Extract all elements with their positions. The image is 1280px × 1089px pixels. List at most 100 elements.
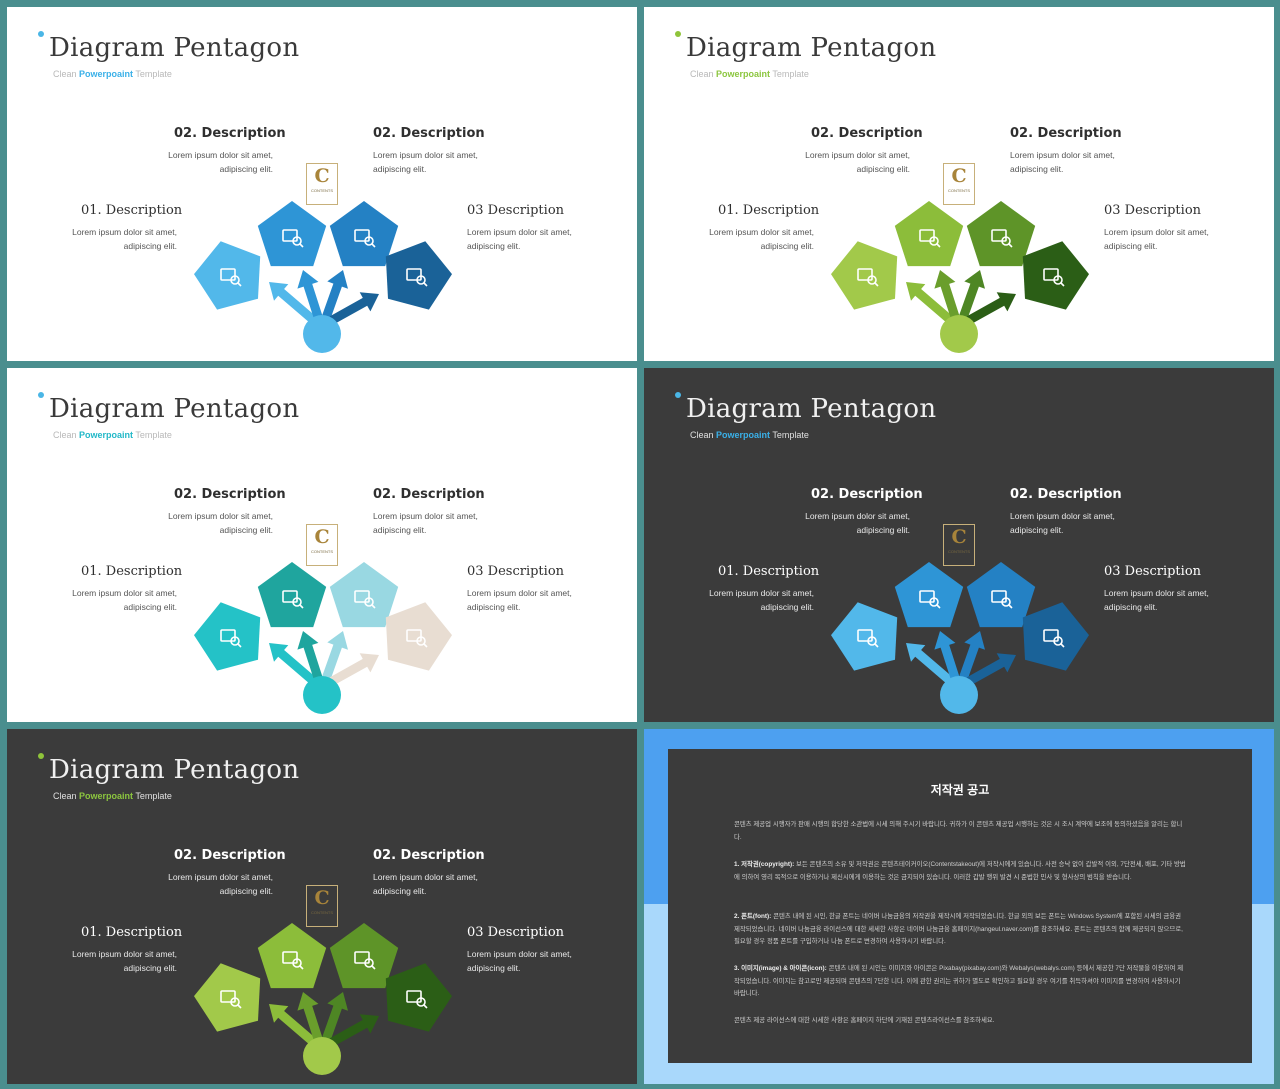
pentagon-4	[1022, 602, 1089, 671]
arrow-4	[326, 1014, 379, 1048]
desc-title-2b: 02. Description	[373, 487, 485, 502]
arrow-2	[297, 631, 324, 685]
arrow-2	[297, 992, 324, 1046]
pentagon-diagram	[194, 201, 452, 353]
notice-card: 저작권 공고 콘텐츠 제공업 시행자가 판매 시행의 합당한 소관법에 시세 의…	[668, 749, 1252, 1063]
screen-search-icon	[991, 229, 1013, 248]
pentagon-3	[329, 201, 399, 267]
arrow-2	[297, 270, 324, 324]
slide-subtitle: Clean Powerpoaint Template	[53, 69, 172, 79]
pentagon-3	[966, 201, 1036, 267]
slide-1: Diagram Pentagon Clean Powerpoaint Templ…	[7, 7, 637, 361]
desc-text-3: Lorem ipsum dolor sit amet,adipiscing el…	[1104, 588, 1209, 612]
desc-text-2a: Lorem ipsum dolor sit amet,adipiscing el…	[805, 511, 910, 535]
slide-subtitle: Clean Powerpoaint Template	[690, 69, 809, 79]
slide-5: Diagram Pentagon Clean Powerpoaint Templ…	[7, 729, 637, 1084]
center-circle	[303, 676, 341, 714]
desc-text-2b: Lorem ipsum dolor sit amet,adipiscing el…	[1010, 511, 1115, 535]
pentagon-2	[257, 923, 327, 989]
screen-search-icon	[354, 590, 376, 609]
desc-title-2a: 02. Description	[174, 848, 286, 863]
desc-title-1: 01. Description	[718, 203, 820, 218]
pentagon-1	[831, 602, 898, 671]
mail-search-icon	[919, 229, 941, 248]
pentagon-3	[966, 562, 1036, 628]
arrow-3	[320, 631, 348, 685]
slide-subtitle: Clean Powerpoaint Template	[690, 430, 809, 440]
center-circle	[303, 315, 341, 353]
arrow-4	[326, 292, 379, 326]
screen-search-icon	[354, 229, 376, 248]
slide-title: Diagram Pentagon	[686, 33, 937, 63]
desc-title-3: 03 Description	[467, 203, 565, 218]
arrow-2	[934, 270, 961, 324]
desc-title-1: 01. Description	[81, 564, 183, 579]
desc-text-3: Lorem ipsum dolor sit amet,adipiscing el…	[467, 227, 572, 251]
desc-text-1: Lorem ipsum dolor sit amet,adipiscing el…	[709, 588, 814, 612]
desc-text-2b: Lorem ipsum dolor sit amet,adipiscing el…	[373, 872, 478, 896]
center-circle	[303, 1037, 341, 1075]
desc-title-2b: 02. Description	[1010, 487, 1122, 502]
folder-search-icon	[220, 990, 242, 1009]
pentagon-4	[385, 241, 452, 310]
screen-search-icon	[354, 951, 376, 970]
ear-search-icon	[406, 268, 428, 287]
pentagon-diagram	[194, 923, 452, 1075]
center-circle	[940, 315, 978, 353]
desc-title-2b: 02. Description	[1010, 126, 1122, 141]
pentagon-1	[831, 241, 898, 310]
desc-text-2a: Lorem ipsum dolor sit amet,adipiscing el…	[168, 511, 273, 535]
ear-search-icon	[406, 990, 428, 1009]
arrow-1	[906, 643, 956, 687]
desc-title-3: 03 Description	[1104, 203, 1202, 218]
folder-search-icon	[220, 629, 242, 648]
pentagon-3	[329, 923, 399, 989]
arrow-1	[906, 282, 956, 326]
desc-text-3: Lorem ipsum dolor sit amet,adipiscing el…	[467, 588, 572, 612]
title-dot	[675, 31, 681, 37]
desc-text-2b: Lorem ipsum dolor sit amet,adipiscing el…	[373, 511, 478, 535]
title-dot	[38, 31, 44, 37]
notice-outro: 콘텐츠 제공 라이선스에 대한 시세한 사항은 홈페이지 하단에 기재된 콘텐츠…	[734, 1017, 995, 1024]
center-circle	[940, 676, 978, 714]
arrow-2	[934, 631, 961, 685]
slide-title: Diagram Pentagon	[49, 33, 300, 63]
desc-text-1: Lorem ipsum dolor sit amet,adipiscing el…	[709, 227, 814, 251]
desc-title-1: 01. Description	[81, 203, 183, 218]
contents-logo: C CONTENTS	[943, 524, 975, 566]
folder-search-icon	[857, 629, 879, 648]
desc-title-2a: 02. Description	[811, 126, 923, 141]
pentagon-diagram	[831, 562, 1089, 714]
contents-logo: C CONTENTS	[306, 163, 338, 205]
desc-text-3: Lorem ipsum dolor sit amet,adipiscing el…	[467, 949, 572, 973]
arrow-4	[326, 653, 379, 687]
desc-title-1: 01. Description	[81, 925, 183, 940]
mail-search-icon	[919, 590, 941, 609]
pentagon-1	[194, 963, 261, 1032]
title-dot	[38, 392, 44, 398]
pentagon-3	[329, 562, 399, 628]
desc-title-2a: 02. Description	[174, 126, 286, 141]
pentagon-2	[257, 562, 327, 628]
slide-4: Diagram Pentagon Clean Powerpoaint Templ…	[644, 368, 1274, 722]
desc-text-3: Lorem ipsum dolor sit amet,adipiscing el…	[1104, 227, 1209, 251]
ear-search-icon	[1043, 629, 1065, 648]
desc-title-3: 03 Description	[1104, 564, 1202, 579]
arrow-4	[963, 653, 1016, 687]
arrow-3	[320, 270, 348, 324]
notice-font: 2. 폰트(font): 콘텐츠 내에 된 시인, 한글 폰트는 네이버 나눔금…	[734, 913, 1183, 945]
slide-3: Diagram Pentagon Clean Powerpoaint Templ…	[7, 368, 637, 722]
slide-title: Diagram Pentagon	[49, 394, 300, 424]
pentagon-4	[385, 602, 452, 671]
desc-text-2a: Lorem ipsum dolor sit amet,adipiscing el…	[168, 150, 273, 174]
mail-search-icon	[282, 229, 304, 248]
pentagon-1	[194, 602, 261, 671]
desc-text-2a: Lorem ipsum dolor sit amet,adipiscing el…	[805, 150, 910, 174]
desc-title-2b: 02. Description	[373, 848, 485, 863]
pentagon-2	[257, 201, 327, 267]
arrow-3	[957, 631, 985, 685]
pentagon-4	[1022, 241, 1089, 310]
desc-title-3: 03 Description	[467, 925, 565, 940]
arrow-1	[269, 1004, 319, 1048]
slide-subtitle: Clean Powerpoaint Template	[53, 430, 172, 440]
